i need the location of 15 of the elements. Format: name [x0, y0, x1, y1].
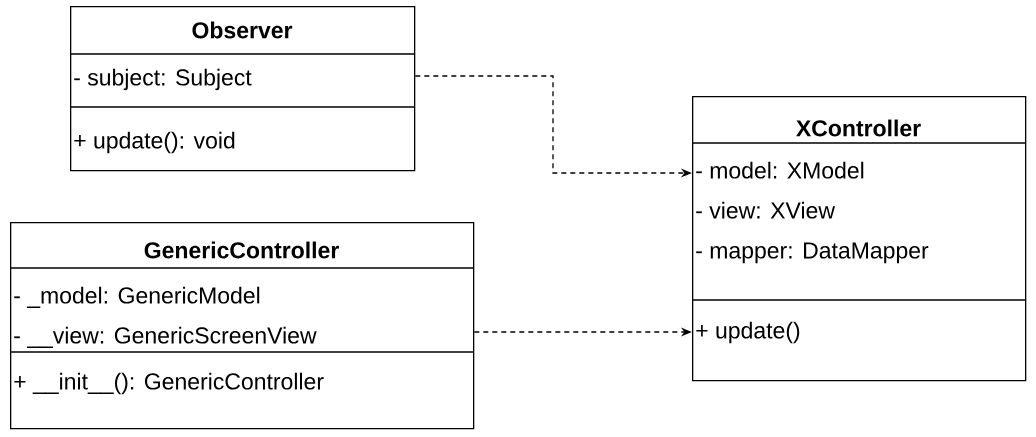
class-member: - __view: GenericScreenView [14, 326, 317, 348]
class-member: - subject: Subject [74, 68, 252, 91]
class-member: - mapper: DataMapper [696, 242, 929, 264]
class-member: - model: XModel [696, 161, 864, 179]
class-box [9, 222, 475, 430]
class-member: + __init__(): GenericController [14, 372, 324, 395]
class-name: GenericController [144, 241, 339, 259]
class-box [691, 96, 1027, 382]
class-member: - view: XView [696, 201, 835, 219]
class-member: + update(): void [74, 131, 235, 154]
class-box [69, 6, 416, 172]
class-member: + update() [696, 321, 800, 344]
class-member: - _model: GenericModel [14, 286, 260, 308]
class-name: Observer [192, 21, 293, 39]
class-name: XController [796, 119, 921, 137]
